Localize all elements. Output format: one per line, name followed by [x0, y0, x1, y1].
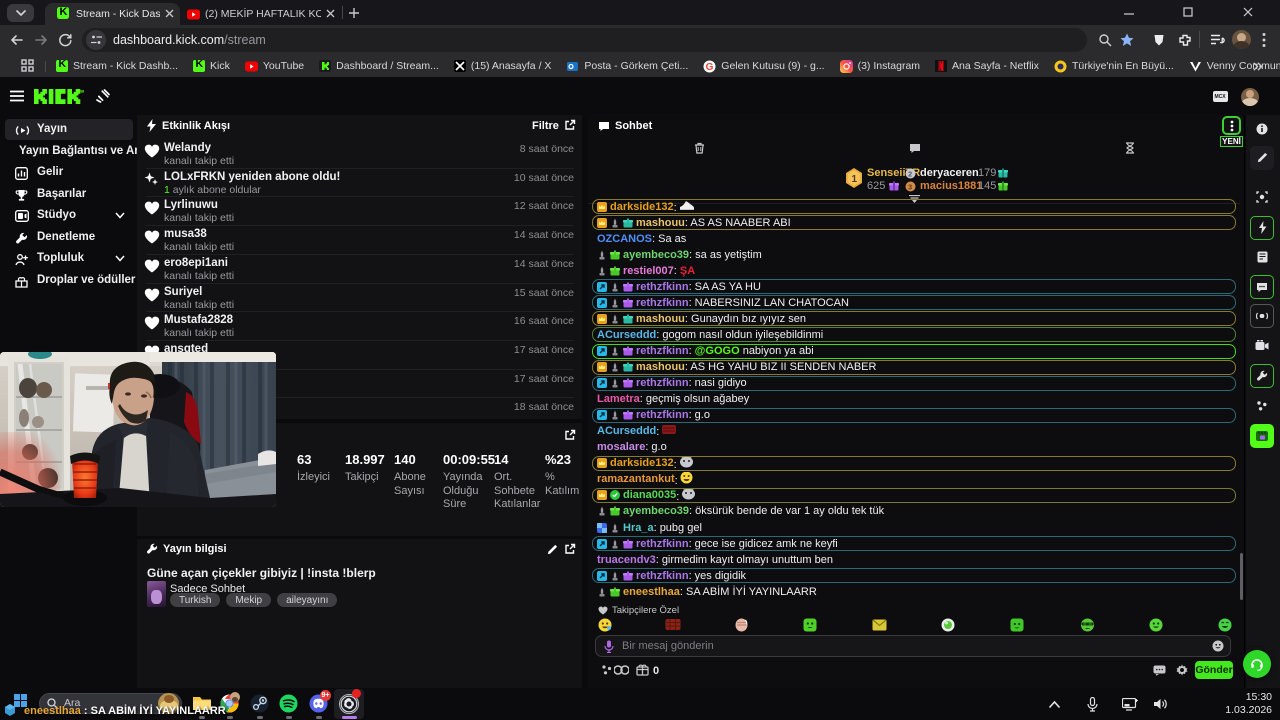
svg-text:1: 1	[852, 174, 858, 185]
svg-text:BETA: BETA	[81, 90, 85, 94]
svg-text:3: 3	[908, 182, 912, 191]
svg-text:G: G	[706, 62, 714, 73]
svg-text:2: 2	[908, 169, 912, 178]
